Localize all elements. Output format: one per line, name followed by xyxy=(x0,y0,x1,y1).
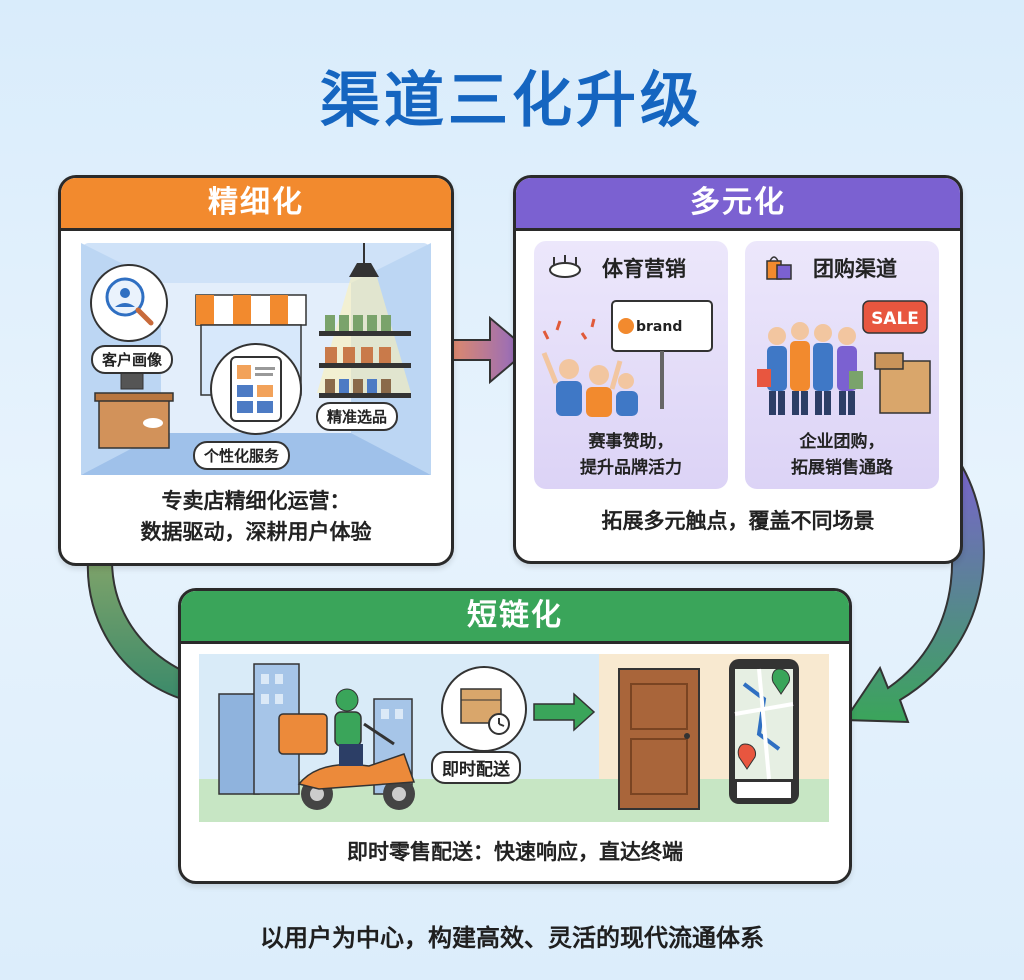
magnifier-user-icon xyxy=(90,264,168,342)
shopping-bags-icon xyxy=(766,256,792,280)
panel-short: 短链化 xyxy=(178,588,852,884)
panel-short-caption: 即时零售配送：快速响应，直达终端 xyxy=(347,840,683,864)
sale-sign-text: SALE xyxy=(871,309,919,329)
panel-diverse: 多元化 体育营销 brand 赛事赞助， 提升品牌活力 团购渠道 xyxy=(513,175,963,564)
subcard-sports-caption-2: 提升品牌活力 xyxy=(580,458,682,478)
label-personalized-service: 个性化服务 xyxy=(193,441,291,470)
delivery-illustration xyxy=(199,654,829,822)
sports-illustration: brand xyxy=(541,300,713,417)
arrow-refine-to-diverse xyxy=(449,315,530,385)
panel-refine-title: 精细化 xyxy=(61,178,451,231)
arrow-short-to-refine xyxy=(86,559,186,702)
panel-refine-caption-1: 专卖店精细化运营： xyxy=(161,489,351,513)
subcard-sports: 体育营销 brand 赛事赞助， 提升品牌活力 xyxy=(534,241,728,489)
billboard-text: brand xyxy=(636,319,682,335)
arrow-to-door xyxy=(533,692,596,732)
subcard-group-title: 团购渠道 xyxy=(813,257,897,281)
label-instant-delivery: 即时配送 xyxy=(431,751,521,784)
panel-refine-caption-2: 数据驱动，深耕用户体验 xyxy=(140,520,372,544)
door xyxy=(618,668,700,810)
scooter-rider xyxy=(278,688,416,810)
panel-diverse-caption: 拓展多元触点，覆盖不同场景 xyxy=(601,509,875,533)
group-illustration: SALE xyxy=(757,300,931,415)
label-customer-profile: 客户画像 xyxy=(91,345,174,374)
shelves xyxy=(319,315,411,398)
counter xyxy=(94,372,174,449)
footer-slogan: 以用户为中心，构建高效、灵活的现代流通体系 xyxy=(260,924,764,952)
panel-refine: 精细化 xyxy=(58,175,454,566)
tablet-icon xyxy=(210,343,302,435)
map-pin-icon xyxy=(737,668,790,770)
panel-diverse-title: 多元化 xyxy=(516,178,960,231)
stadium-icon xyxy=(549,255,581,278)
subcard-sports-caption-1: 赛事赞助， xyxy=(588,432,674,452)
label-precise-selection: 精准选品 xyxy=(316,402,399,431)
subcard-group: 团购渠道 SALE 企业团购， 拓展销售通路 xyxy=(745,241,939,489)
page-title: 渠道三化升级 xyxy=(320,66,704,136)
subcard-sports-title: 体育营销 xyxy=(602,257,686,281)
subcard-group-caption-2: 拓展销售通路 xyxy=(791,458,893,478)
subcard-group-caption-1: 企业团购， xyxy=(799,432,885,452)
package-clock-icon xyxy=(441,666,527,752)
panel-short-title: 短链化 xyxy=(181,591,849,644)
